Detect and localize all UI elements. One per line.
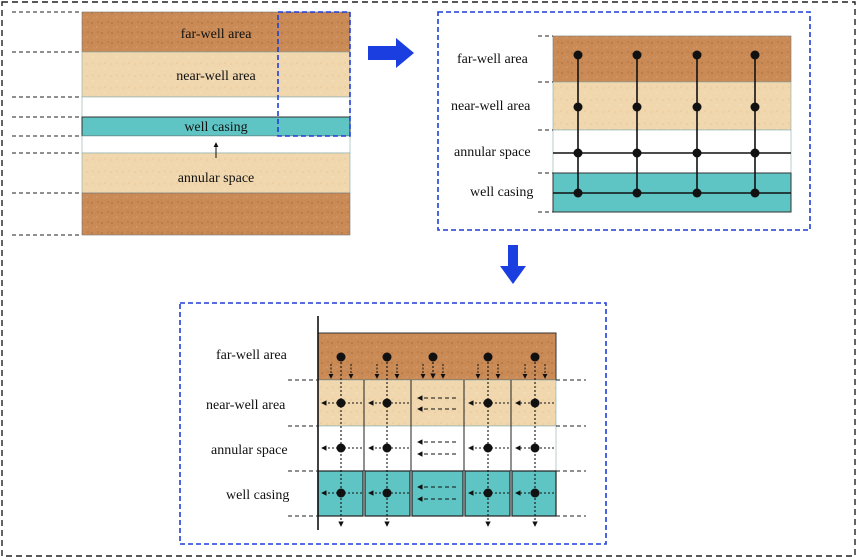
p1-far-well-top [81,11,351,53]
p3-label-near-well: near-well area [206,398,286,413]
p1-near-well-bottom [81,152,351,194]
p3-nodes [336,352,540,498]
p3-node [382,352,392,362]
p3-node [382,443,392,453]
p3-node [336,443,346,453]
p2-frame [437,11,811,231]
p3-node [336,352,346,362]
arrow-right-icon [368,38,414,68]
p2-node [692,102,702,112]
panel-3-flow-grid: far-well area near-well area annular spa… [179,302,607,545]
p2-node [692,188,702,198]
p2-node [573,148,583,158]
p3-node [530,488,540,498]
p3-node [483,352,493,362]
p1-far-well-bottom [81,192,351,236]
p3-label-far-well: far-well area [216,348,288,363]
p2-node [573,102,583,112]
p3-node [382,398,392,408]
p1-label-annular: annular space [178,171,255,186]
p3-middle-column-arrows [417,395,456,502]
p2-node [692,50,702,60]
p2-node [573,50,583,60]
p3-node [336,398,346,408]
arrow-down-icon [500,245,526,284]
p3-node [336,488,346,498]
p1-label-far-well: far-well area [181,27,253,42]
p2-node [750,50,760,60]
p3-label-casing: well casing [226,488,289,503]
panel-1-cross-section: far-well area near-well area well casing… [12,11,351,236]
p3-boundary-dashes [288,379,586,517]
p2-node [750,188,760,198]
p2-far-well-band [552,35,792,83]
p2-node [750,148,760,158]
p2-node [632,148,642,158]
p1-label-near-well: near-well area [176,69,256,84]
p3-node [382,488,392,498]
p3-frame [179,302,607,545]
p1-selection-box [277,11,351,137]
p3-node [530,352,540,362]
p1-near-well-top [81,51,351,98]
p3-column-dividers [363,380,512,471]
p1-layer-dash-lines [12,11,82,236]
p2-node [750,102,760,112]
p3-casing-cell [411,470,464,517]
p2-label-near-well: near-well area [451,99,531,114]
panel-2-node-grid: far-well area near-well area annular spa… [437,11,811,231]
p2-node [573,188,583,198]
p2-node [632,50,642,60]
p3-node [530,398,540,408]
p3-label-annular: annular space [211,443,288,458]
p2-node [692,148,702,158]
p3-vertical-flow-arrows [338,358,538,527]
p2-label-casing: well casing [470,185,533,200]
p2-boundary-dashes [538,35,553,213]
p1-label-casing: well casing [184,120,247,135]
p2-label-annular: annular space [454,145,531,160]
p3-node [428,352,438,362]
p3-node [530,443,540,453]
p3-inflow-arrows [328,364,548,379]
p2-node [632,188,642,198]
p3-node [483,398,493,408]
p2-node [632,102,642,112]
p3-node [483,443,493,453]
p2-nodes [573,50,760,198]
p2-label-far-well: far-well area [457,52,529,67]
p1-annular-top [81,96,351,118]
p3-node [483,488,493,498]
